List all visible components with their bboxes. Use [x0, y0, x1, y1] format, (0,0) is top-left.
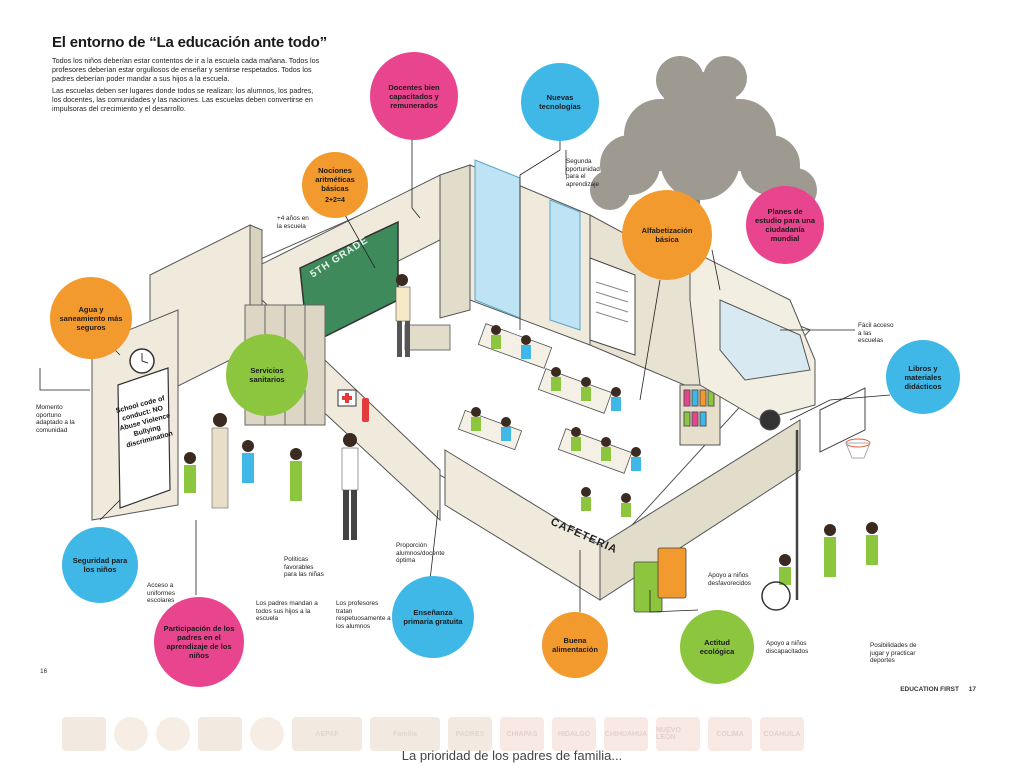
- intro-paragraph-2: Las escuelas deben ser lugares donde tod…: [52, 86, 314, 113]
- bubble-nociones: Nociones aritméticas básicas 2+2=4: [302, 152, 368, 218]
- logo-padres: PADRES: [448, 717, 492, 751]
- bubble-ecologica: Actitud ecológica: [680, 610, 754, 684]
- label-posibilidades: Posibilidades de jugar y practicar depor…: [870, 642, 917, 665]
- logo-colima: COLIMA: [708, 717, 752, 751]
- bubble-nociones-formula: 2+2=4: [325, 196, 345, 204]
- wall-clock: [129, 348, 155, 374]
- label-cuatro-anos: +4 años en la escuela: [277, 215, 309, 230]
- logo-round-3: [250, 717, 284, 751]
- intro-text: Todos los niños deberían estar contentos…: [52, 56, 324, 116]
- footer-brand: EDUCATION FIRST 17: [900, 686, 976, 693]
- label-politicas: Políticas favorables para las niñas: [284, 556, 324, 579]
- students: [471, 325, 641, 517]
- wall-poster: [589, 257, 636, 356]
- label-profesores: Los profesores tratan respetuosamente a …: [336, 600, 391, 630]
- logo-aepaf: AEPAF: [292, 717, 362, 751]
- bubble-participacion: Participación de los padres en el aprend…: [154, 597, 244, 687]
- logo-round-2: [156, 717, 190, 751]
- teacher: [395, 274, 411, 357]
- page-number-right: 17: [968, 686, 976, 693]
- classroom-windows: [474, 159, 581, 331]
- label-acceso-uniformes: Acceso a uniformes escolares: [147, 582, 176, 605]
- page-number-left: 16: [40, 668, 48, 675]
- bubble-nociones-text: Nociones aritméticas básicas: [315, 165, 355, 193]
- infographic-title: El entorno de “La educación ante todo”: [52, 34, 327, 51]
- logo-coahuila: COAHUILA: [760, 717, 804, 751]
- callout-lines: [39, 130, 891, 613]
- label-apoyo-discapacitados: Apoyo a niños discapacitados: [766, 640, 809, 655]
- logo-round-1: [114, 717, 148, 751]
- intro-paragraph-1: Todos los niños deberían estar contentos…: [52, 56, 320, 83]
- label-proporcion: Proporción alumnos/docente óptima: [396, 542, 445, 565]
- bubble-tecnologias: Nuevas tecnologías: [521, 63, 599, 141]
- slide-caption: La prioridad de los padres de familia...: [401, 748, 623, 763]
- label-apoyo-desfavorecidos: Apoyo a niños desfavorecidos: [708, 572, 751, 587]
- conduct-sign: [117, 367, 171, 509]
- recycling-bins: [633, 547, 687, 613]
- sponsor-logo-strip: AEPAF Familia PADRES CHIAPAS HIDALGO CHI…: [62, 712, 962, 756]
- bubble-servicios: Servicios sanitarios: [226, 334, 308, 416]
- label-momento-oportuno: Momento oportuno adaptado a la comunidad: [36, 404, 75, 434]
- bubble-ensenanza: Enseñanza primaria gratuita: [392, 576, 474, 658]
- first-aid-box: [337, 389, 369, 422]
- logo-hidalgo: HIDALGO: [552, 717, 596, 751]
- label-padres-mandan: Los padres mandan a todos sus hijos a la…: [256, 600, 318, 623]
- logo-familia: Familia: [370, 717, 440, 751]
- label-segunda-oportunidad: Segunda oportunidad para el aprendizaje: [566, 158, 600, 188]
- logo-family-icon: [62, 717, 106, 751]
- bookshelf: [679, 384, 721, 446]
- basketball-hoop: [795, 387, 871, 600]
- logo-chihuahua: CHIHUAHUA: [604, 717, 648, 751]
- label-facil-acceso: Fácil acceso a las escuelas: [858, 322, 894, 345]
- logo-nuevo-leon: NUEVO LEÓN: [656, 717, 700, 751]
- bubble-libros: Libros y materiales didácticos: [886, 340, 960, 414]
- school-bus: [689, 249, 816, 431]
- bubble-alimentacion: Buena alimentación: [542, 612, 608, 678]
- bubble-alfabetizacion: Alfabetización básica: [622, 190, 712, 280]
- bubble-agua: Agua y saneamiento más seguros: [50, 277, 132, 359]
- bubble-seguridad: Seguridad para los niños: [62, 527, 138, 603]
- logo-square: [198, 717, 242, 751]
- tree-illustration: [590, 56, 817, 280]
- bubble-docentes: Docentes bien capacitados y remunerados: [370, 52, 458, 140]
- bubble-planes: Planes de estudio para una ciudadanía mu…: [746, 186, 824, 264]
- family-figures: [184, 413, 878, 611]
- footer-brand-text: EDUCATION FIRST: [900, 686, 959, 693]
- logo-chiapas: CHIAPAS: [500, 717, 544, 751]
